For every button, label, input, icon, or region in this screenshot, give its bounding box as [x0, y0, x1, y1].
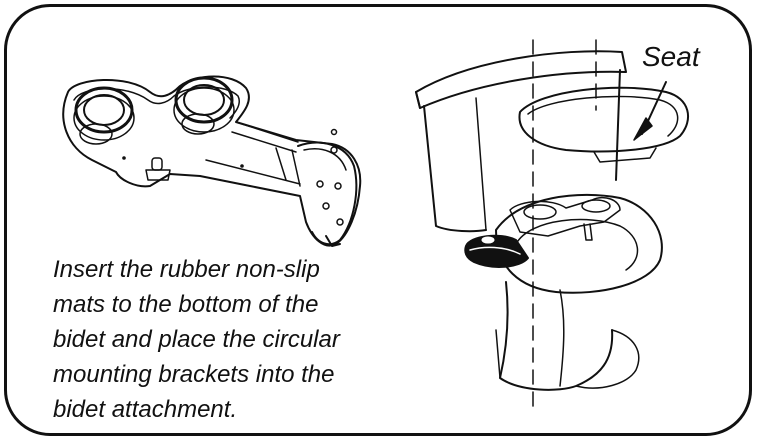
arrow-icon [633, 81, 667, 141]
toilet-illustration [415, 39, 689, 411]
bidet-attachment-illustration [62, 75, 362, 247]
seat-label: Seat [642, 41, 700, 72]
instruction-text: Insert the rubber non-slip mats to the b… [53, 256, 340, 423]
instruction-panel [4, 4, 752, 436]
